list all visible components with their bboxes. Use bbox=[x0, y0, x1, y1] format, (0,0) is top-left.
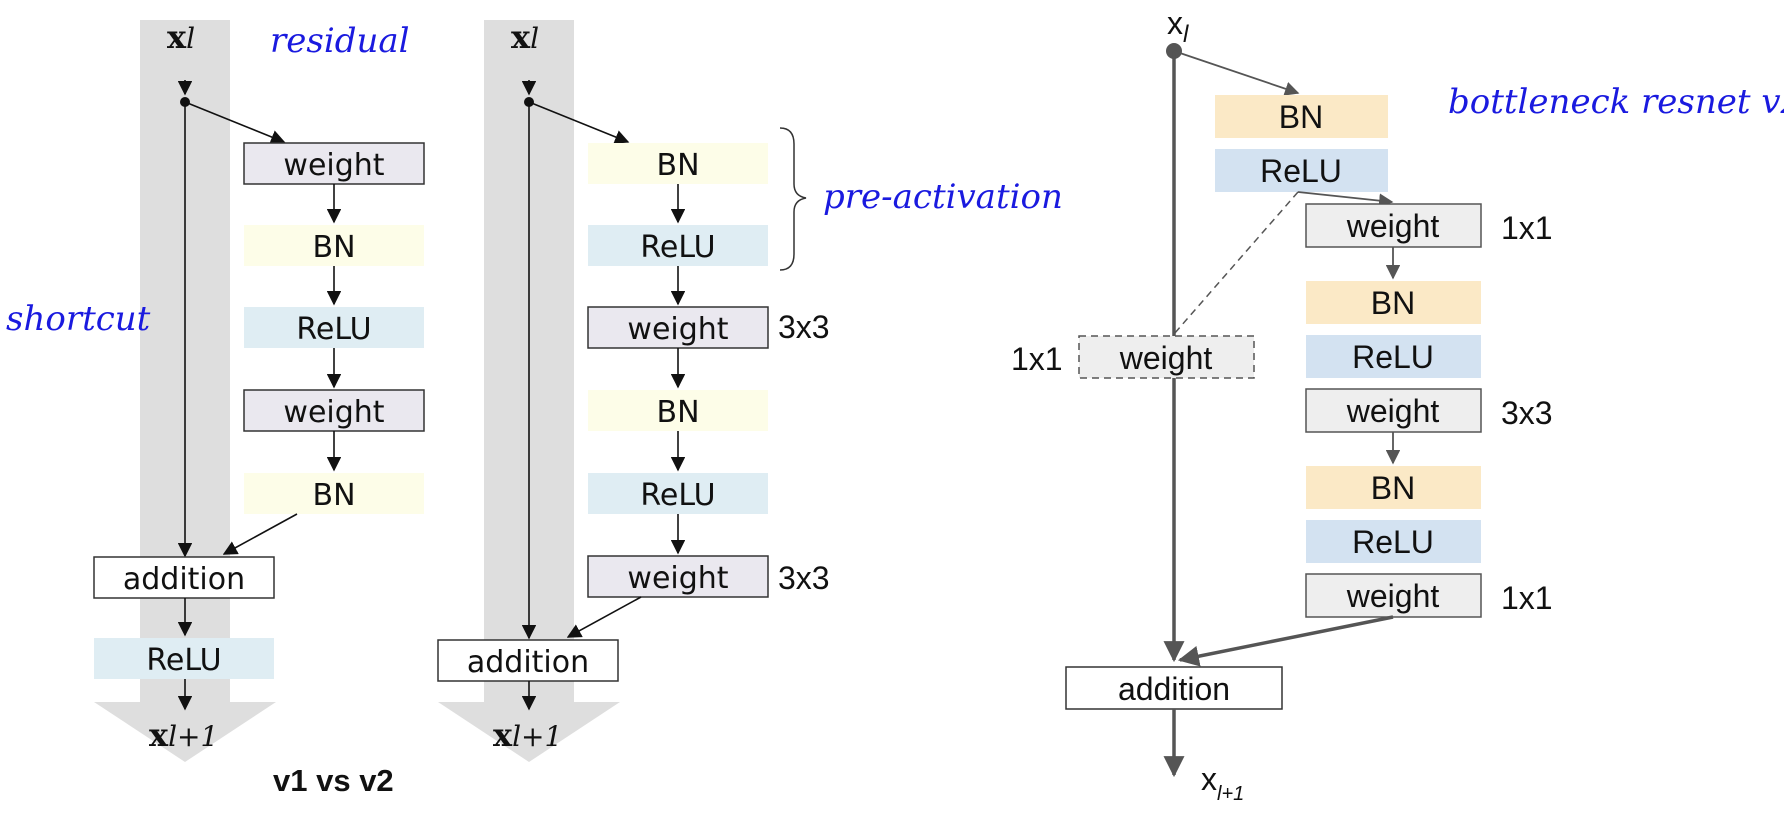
v2-dim-1: 3x3 bbox=[778, 309, 830, 345]
bottleneck-pre-relu bbox=[1215, 149, 1388, 192]
bottleneck-projection-dim: 1x1 bbox=[1011, 341, 1063, 377]
v2-relu-2 bbox=[588, 473, 768, 514]
v1-output-label: xl+1 bbox=[149, 716, 218, 754]
bottleneck-bn-1 bbox=[1306, 281, 1481, 324]
bottleneck-relu-1-label: ReLU bbox=[1352, 339, 1434, 375]
v2-dim-2: 3x3 bbox=[778, 560, 830, 596]
bottleneck-weight-1 bbox=[1305, 203, 1482, 248]
bottleneck-weight-1-label: weight bbox=[1346, 208, 1440, 244]
v1-input-label: xl bbox=[167, 18, 195, 56]
v2-bn-2 bbox=[588, 390, 768, 431]
bottleneck-weight-3 bbox=[1305, 573, 1482, 618]
bottleneck-merge-arrow bbox=[1177, 615, 1394, 667]
bottleneck-weight-3-label: weight bbox=[1346, 578, 1440, 614]
v2-preactivation-brace bbox=[779, 127, 807, 271]
v1-weight-1 bbox=[243, 142, 425, 185]
v2-weight-2-label: weight bbox=[627, 561, 728, 596]
v2-merge-arrow bbox=[566, 596, 642, 638]
bottleneck-title: bottleneck resnet v2 bbox=[1448, 82, 1784, 122]
v2-branch-arrow bbox=[528, 101, 630, 144]
v1-bn-2 bbox=[244, 473, 424, 514]
v2-addition-label: addition bbox=[467, 645, 589, 680]
v1-weight-2 bbox=[243, 389, 425, 432]
bottleneck-bn-2 bbox=[1306, 466, 1481, 509]
v1-bn-1-label: BN bbox=[312, 230, 355, 265]
v1-weight-1-label: weight bbox=[283, 148, 384, 183]
bottleneck-dim-1: 1x1 bbox=[1501, 210, 1553, 246]
bottleneck-pre-bn-label: BN bbox=[1279, 99, 1323, 135]
bottleneck-relu-2 bbox=[1306, 520, 1481, 563]
v1-relu-1 bbox=[244, 307, 424, 348]
bottleneck-bn-1-label: BN bbox=[1371, 285, 1415, 321]
v2-bn-1 bbox=[588, 143, 768, 184]
v1-shortcut-label: shortcut bbox=[6, 299, 151, 339]
bottleneck-pre-bn bbox=[1215, 95, 1388, 138]
v1-merge-arrow bbox=[222, 513, 298, 555]
bottleneck-output-label: xl+1 bbox=[1201, 761, 1244, 805]
v1-addition bbox=[93, 556, 275, 599]
v2-relu-2-label: ReLU bbox=[640, 478, 715, 513]
bottleneck-pre-relu-label: ReLU bbox=[1260, 153, 1342, 189]
v2-bn-2-label: BN bbox=[656, 395, 699, 430]
v2-preactivation-label: pre-activation bbox=[823, 177, 1063, 217]
bottleneck-addition bbox=[1065, 666, 1283, 710]
bottleneck-diagram: xl bottleneck resnet v2 BN ReLU weight 1… bbox=[1011, 5, 1784, 805]
bottleneck-bn-2-label: BN bbox=[1371, 470, 1415, 506]
v2-relu-1-label: ReLU bbox=[640, 230, 715, 265]
v2-weight-2 bbox=[587, 555, 769, 598]
comparison-caption: v1 vs v2 bbox=[273, 763, 394, 798]
bottleneck-relu-1 bbox=[1306, 335, 1481, 378]
v1-residual-label: residual bbox=[270, 21, 410, 61]
bottleneck-projection-weight bbox=[1078, 335, 1255, 379]
bottleneck-dim-2: 3x3 bbox=[1501, 395, 1553, 431]
v1-post-relu-label: ReLU bbox=[146, 643, 221, 678]
v1-branch-arrow bbox=[184, 101, 286, 144]
bottleneck-weight-2-label: weight bbox=[1346, 393, 1440, 429]
v1-addition-label: addition bbox=[123, 562, 245, 597]
v2-relu-1 bbox=[588, 225, 768, 266]
v1-bn-2-label: BN bbox=[312, 478, 355, 513]
bottleneck-dim-3: 1x1 bbox=[1501, 580, 1553, 616]
bottleneck-relu-to-weight-arrow bbox=[1297, 191, 1394, 208]
v2-bn-1-label: BN bbox=[656, 148, 699, 183]
v2-addition bbox=[437, 639, 619, 682]
bottleneck-relu-2-label: ReLU bbox=[1352, 524, 1434, 560]
bottleneck-input-label: xl bbox=[1167, 5, 1189, 48]
v2-weight-1-label: weight bbox=[627, 312, 728, 347]
bottleneck-addition-label: addition bbox=[1118, 671, 1230, 707]
bottleneck-projection-line bbox=[1173, 191, 1299, 335]
v2-weight-1 bbox=[587, 306, 769, 349]
v1-relu-1-label: ReLU bbox=[296, 312, 371, 347]
bottleneck-projection-weight-label: weight bbox=[1119, 340, 1213, 376]
v2-input-label: xl bbox=[511, 18, 539, 56]
v2-diagram: xl BN ReLU weight 3x3 BN ReLU weight 3x3… bbox=[437, 18, 1063, 762]
v1-post-relu bbox=[94, 638, 274, 679]
v1-bn-1 bbox=[244, 225, 424, 266]
bottleneck-branch-arrow bbox=[1173, 50, 1300, 96]
v2-output-label: xl+1 bbox=[493, 716, 562, 754]
v1-diagram: xl residual shortcut weight BN ReLU weig… bbox=[6, 18, 425, 762]
v1-weight-2-label: weight bbox=[283, 395, 384, 430]
